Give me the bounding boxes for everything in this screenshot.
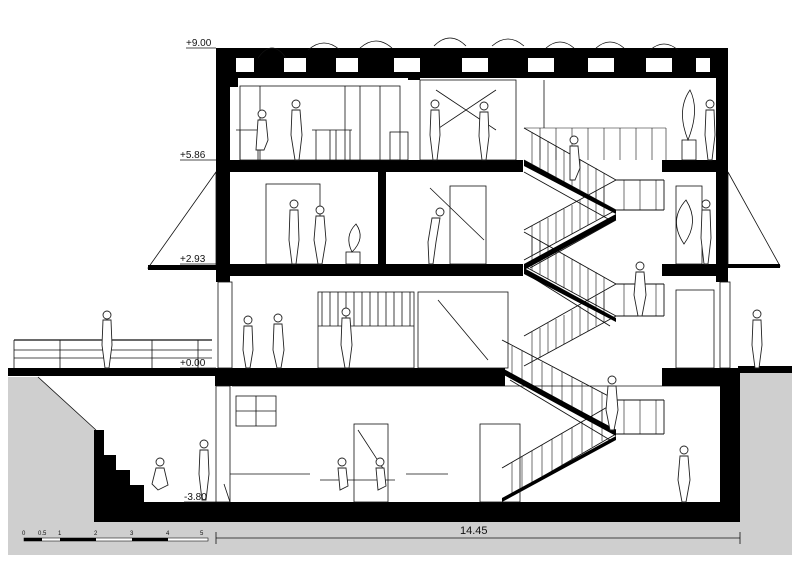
person-sweeping [427,207,445,265]
first-floor-slab-right [662,264,728,276]
earth-right [738,373,792,555]
interior-wall-first [378,172,386,264]
person-first-right [700,199,712,265]
ground-terrace-slab [8,368,232,376]
scale-tick-0: 0 [22,531,26,537]
ground-slab [8,366,792,386]
left-canopy-edge [148,265,218,270]
person-stair-2 [633,261,647,317]
right-wall-ground [719,281,731,369]
person-exterior-right [751,309,763,369]
level-first: +2.93 [180,254,206,265]
roof-terrace-railing [524,127,667,160]
earth-left [8,377,96,555]
width-dimension-label: 14.45 [460,525,488,537]
second-floor-slab [216,160,523,172]
person-second-3 [429,99,441,161]
basement-right-wall [720,372,740,522]
scale-tick-5: 5 [200,531,204,537]
exterior-pavement [738,366,792,373]
left-wall-ground [217,281,233,369]
person-second-4 [478,101,490,161]
person-basement-cafe-2 [375,457,387,491]
right-canopy [727,171,781,267]
floor-slabs [216,68,728,276]
person-stair-1 [569,135,581,181]
scale-tick-2: 2 [94,531,98,537]
level-ground: +0.00 [180,358,206,369]
basement-slab [94,502,740,522]
canopies [147,170,781,270]
scale-tick-1: 1 [58,531,62,537]
scale-tick-4: 4 [166,531,170,537]
level-second: +5.86 [180,150,206,161]
stair-treads [502,160,616,502]
earth [8,373,792,555]
interior-details [223,79,715,503]
level-roof: +9.00 [186,38,212,49]
scale-tick-3: 3 [130,531,134,537]
person-stair-3 [605,375,619,431]
basement-shell [37,372,740,522]
second-floor-slab-right [662,160,728,172]
level-basement: -3.80 [184,492,207,503]
person-terrace [101,310,113,369]
level-markers: +9.00 +5.86 +2.93 +0.00 -3.80 [180,38,216,503]
people [101,99,763,503]
plants [345,89,697,265]
person-yoga-2 [313,205,327,265]
person-basement-standing [198,439,210,501]
width-dimension: 14.45 [215,525,741,544]
person-second-5 [704,99,716,161]
person-basement-sitting [151,457,169,491]
ground-floor-slab-right [662,368,740,386]
scale-tick-05: 0.5 [38,531,47,537]
ground-floor-slab [215,368,505,386]
retaining-wall-line [37,376,97,431]
person-yoga-1 [288,199,300,265]
earth-bottom [8,520,792,555]
person-second-2 [255,109,269,151]
scale-bar: 0 0.5 1 2 3 4 5 [22,531,209,542]
person-second-1 [290,99,303,161]
stair-balusters [511,132,657,494]
right-canopy-edge [728,264,780,268]
roof [216,37,728,78]
person-ground-1 [242,315,254,369]
person-ground-3 [340,307,353,369]
person-basement-broom [677,445,691,503]
basement-left-wall [215,385,231,503]
basement-left-steps [94,430,144,502]
person-basement-cafe-1 [337,457,349,491]
first-floor-slab [216,264,523,276]
person-ground-2 [272,313,285,369]
